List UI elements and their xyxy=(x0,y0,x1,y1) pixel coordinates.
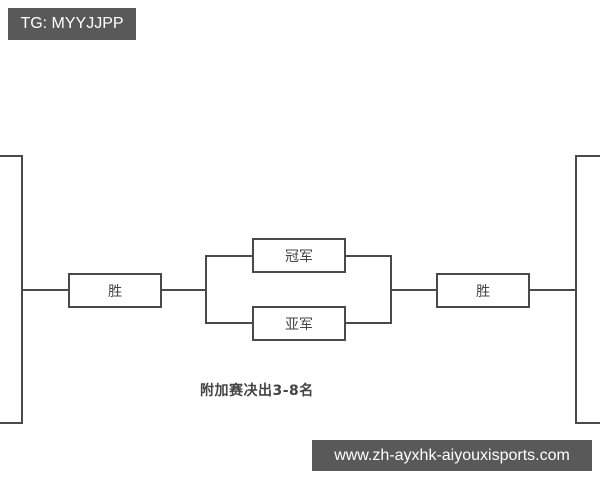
right-match-label: 胜 xyxy=(476,283,490,300)
right-connector xyxy=(530,289,576,291)
left-bracket-top xyxy=(0,155,23,157)
right-bracket-vertical xyxy=(575,155,577,424)
runner-up-label: 亚军 xyxy=(285,316,313,333)
watermark-bottom: www.zh-ayxhk-aiyouxisports.com xyxy=(312,440,592,471)
left-fork-top xyxy=(205,255,253,257)
playoff-caption: 附加赛决出3-8名 xyxy=(200,383,314,399)
champion-box: 冠军 xyxy=(252,238,346,273)
left-connector xyxy=(23,289,69,291)
right-bracket-bottom xyxy=(575,422,600,424)
right-match-box: 胜 xyxy=(436,273,530,308)
right-fork-bottom xyxy=(346,322,391,324)
left-fork-vertical xyxy=(205,255,207,324)
left-bracket-bottom xyxy=(0,422,23,424)
left-match-label: 胜 xyxy=(108,283,122,300)
left-bracket-vertical xyxy=(21,155,23,424)
runner-up-box: 亚军 xyxy=(252,306,346,341)
right-fork-top xyxy=(346,255,391,257)
champion-label: 冠军 xyxy=(285,248,313,265)
left-to-fork-line xyxy=(162,289,207,291)
left-fork-bottom xyxy=(205,322,253,324)
watermark-top: TG: MYYJJPP xyxy=(8,8,136,40)
right-bracket-top xyxy=(575,155,600,157)
left-match-box: 胜 xyxy=(68,273,162,308)
right-fork-to-match-line xyxy=(390,289,437,291)
